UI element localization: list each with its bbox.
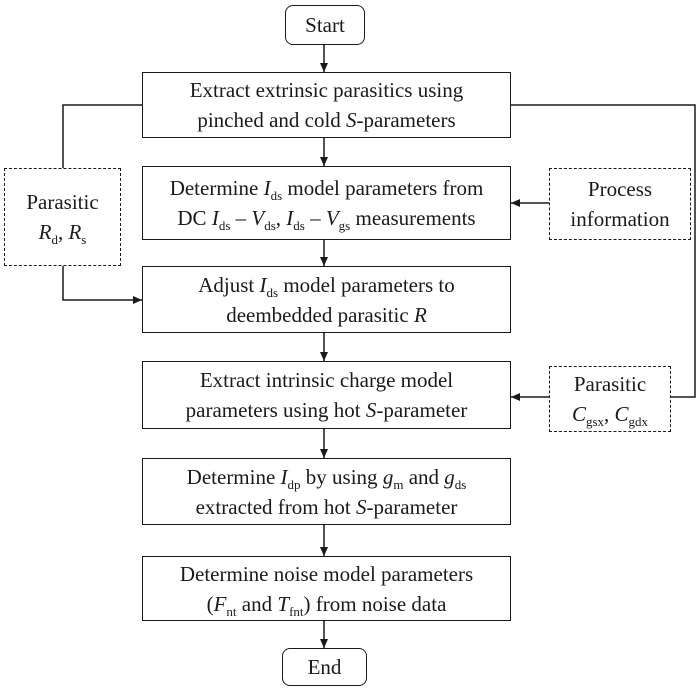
side-process-information: Process information [549,168,691,240]
step-determine-idp-line1: Determine Idp by using gm and gds [186,464,467,492]
side-process-information-line1: Process [587,177,653,201]
side-process-information-line2: information [570,207,670,231]
side-parasitic-c: Parasitic Cgsx, Cgdx [549,366,671,432]
end-terminal: End [282,648,367,686]
step-extract-extrinsic-line1: Extract extrinsic parasitics using [189,78,464,102]
side-parasitic-r: Parasitic Rd, Rs [4,168,121,266]
step-determine-noise-line2: (Fnt and Tfnt) from noise data [206,591,447,619]
end-label: End [307,655,342,679]
step-adjust-ids-line1: Adjust Ids model parameters to [198,272,455,300]
step-extract-intrinsic-line2: parameters using hot S-parameter [185,398,468,422]
step-determine-idp-line2: extracted from hot S-parameter [195,494,458,519]
step-extract-extrinsic-line2: pinched and cold S-parameters [197,108,456,132]
line-extract-to-parasitic-r [62,104,142,168]
step-adjust-ids-line2: deembedded parasitic R [226,302,427,327]
step-determine-idp: Determine Idp by using gm and gds extrac… [142,458,511,525]
step-extract-intrinsic: Extract intrinsic charge model parameter… [142,361,511,429]
line-extract-to-parasitic-c [511,104,696,398]
step-determine-ids-line1: Determine Ids model parameters from [169,176,484,203]
side-parasitic-c-line2: Cgsx, Cgdx [571,402,649,429]
side-parasitic-r-line1: Parasitic [26,190,99,214]
side-parasitic-r-line2: Rd, Rs [38,220,87,247]
start-label: Start [305,13,345,37]
step-determine-ids-line2: DC Ids – Vds, Ids – Vgs measurements [177,206,476,233]
step-adjust-ids: Adjust Ids model parameters to deembedde… [142,266,511,333]
step-determine-noise-line1: Determine noise model parameters [179,561,474,586]
step-determine-ids: Determine Ids model parameters from DC I… [142,166,511,240]
step-extract-extrinsic: Extract extrinsic parasitics using pinch… [142,72,511,138]
step-extract-intrinsic-line1: Extract intrinsic charge model [199,368,454,392]
side-parasitic-c-line1: Parasitic [573,372,647,396]
step-determine-noise: Determine noise model parameters (Fnt an… [142,556,511,621]
start-terminal: Start [285,5,365,45]
arrow-parasitic-r-to-adjust [62,266,142,304]
